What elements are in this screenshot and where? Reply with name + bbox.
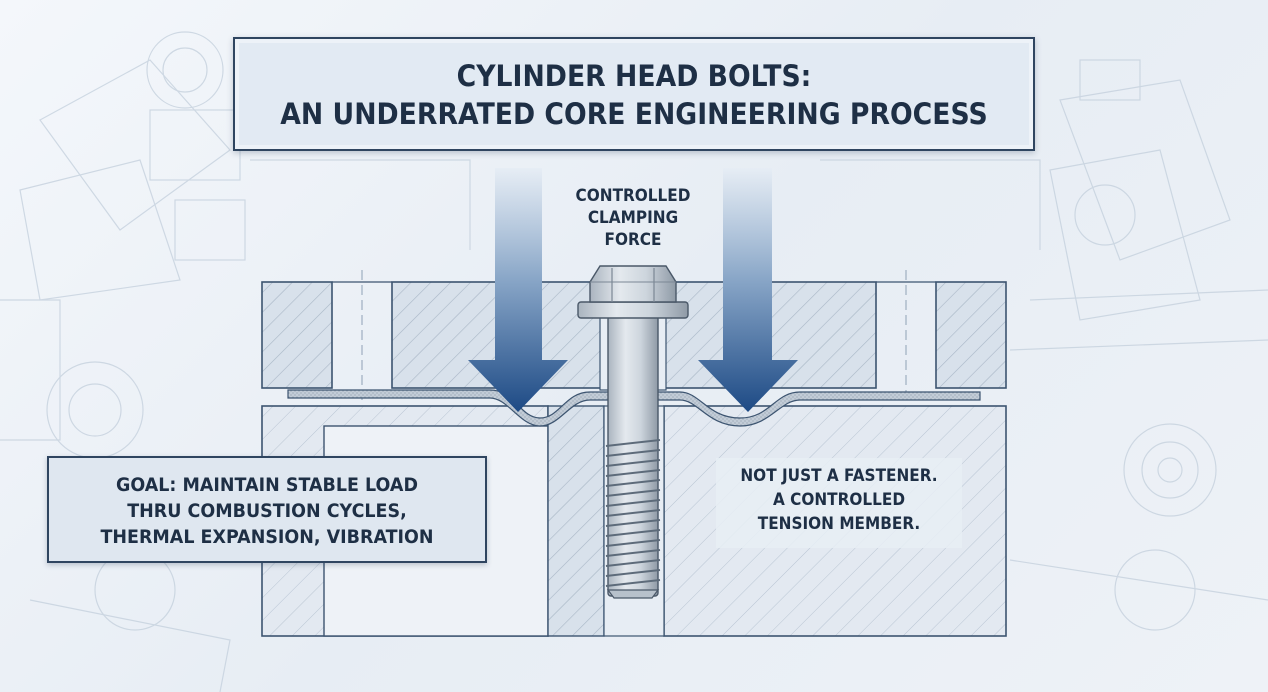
downward-force-arrow-icon <box>468 168 798 412</box>
right-force-arrow <box>698 168 798 412</box>
goal-line-2: THRU COMBUSTION CYCLES, <box>127 500 407 522</box>
note-line-3: TENSION MEMBER. <box>757 514 921 534</box>
bolt-hex-head <box>589 265 677 303</box>
head-gasket <box>287 389 981 427</box>
goal-callout-box: GOAL: MAINTAIN STABLE LOAD THRU COMBUSTI… <box>47 456 487 563</box>
note-line-1: NOT JUST A FASTENER. <box>740 466 938 486</box>
flange-hex-bolt-icon <box>577 265 689 599</box>
force-label-line-1: CONTROLLED <box>575 186 691 206</box>
tension-member-note: NOT JUST A FASTENER. A CONTROLLED TENSIO… <box>716 458 962 548</box>
title-line-1: CYLINDER HEAD BOLTS: <box>456 59 812 93</box>
title-box: CYLINDER HEAD BOLTS: AN UNDERRATED CORE … <box>233 37 1035 151</box>
clamping-force-label: CONTROLLED CLAMPING FORCE <box>548 185 718 251</box>
cylinder-head-left-section <box>261 281 333 389</box>
background-engine-sketch <box>0 31 1268 692</box>
goal-line-1: GOAL: MAINTAIN STABLE LOAD <box>116 474 418 496</box>
force-label-line-2: CLAMPING <box>587 208 679 228</box>
note-line-2: A CONTROLLED <box>772 490 906 510</box>
bolt-flange <box>577 301 689 319</box>
bolt-threads <box>605 439 661 587</box>
cylinder-head-right-section <box>935 281 1007 389</box>
left-force-arrow <box>468 168 568 412</box>
title-line-2: AN UNDERRATED CORE ENGINEERING PROCESS <box>280 97 988 131</box>
bolt-tip <box>606 589 660 599</box>
engine-block-bolt-wall <box>547 405 605 637</box>
goal-line-3: THERMAL EXPANSION, VIBRATION <box>100 526 434 548</box>
force-label-line-3: FORCE <box>604 230 662 250</box>
